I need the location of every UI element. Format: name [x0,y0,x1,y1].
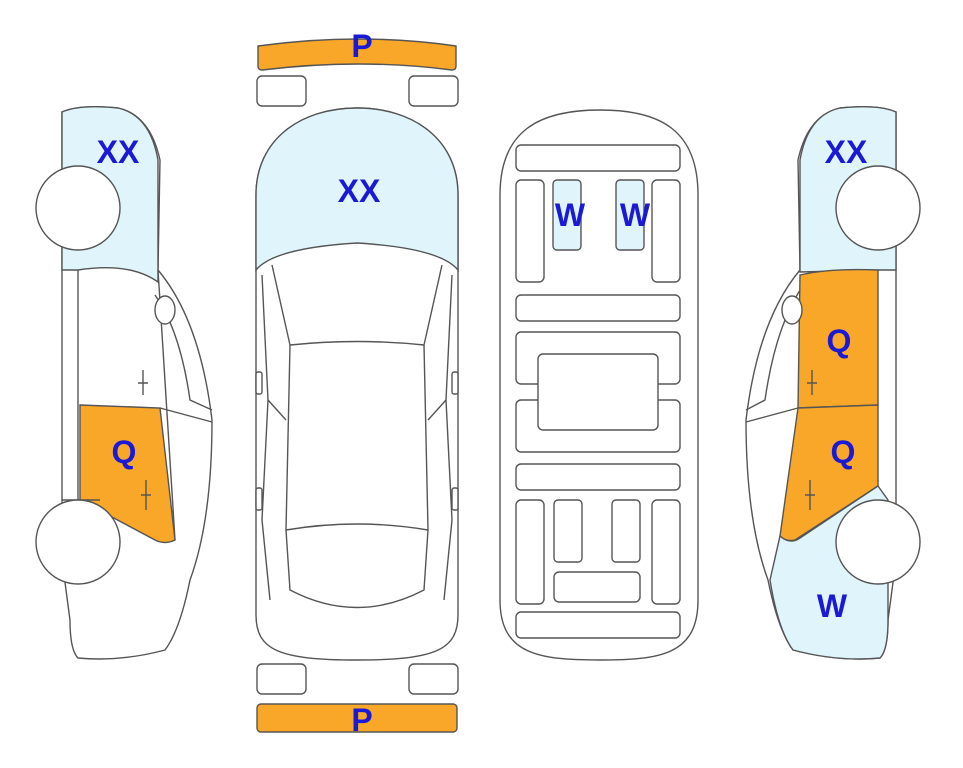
underbody-view: W W [499,109,699,661]
left-rear-door-label: Q [112,434,137,470]
top-hood[interactable] [255,107,459,272]
right-front-wheel [835,165,921,251]
top-hood-label: XX [338,173,381,209]
left-fender-label: XX [97,134,140,170]
left-front-wheel [35,165,121,251]
front-bumper-group [256,38,459,107]
front-light-right [408,75,459,107]
right-front-door[interactable] [797,268,879,409]
top-view-car: XX [255,107,459,661]
right-front-door-label: Q [827,323,852,359]
right-rear-wheel [835,499,921,585]
underbody-right-panel[interactable] [615,179,645,251]
underbody-right-label: W [620,197,651,233]
rear-light-right [408,663,459,695]
right-side-view: XX Q Q W [745,105,921,660]
rear-light-left [256,663,307,695]
rear-bumper[interactable] [256,703,458,733]
left-side-view: XX Q [35,105,213,660]
underbody-left-label: W [555,197,586,233]
left-rear-wheel [35,499,121,585]
front-bumper-label: P [351,28,372,64]
front-light-left [256,75,307,107]
rear-bumper-group [256,663,459,733]
right-rear-door-label: Q [831,434,856,470]
underbody-left-panel[interactable] [552,179,582,251]
rear-bumper-label: P [351,702,372,738]
right-fender-label: XX [825,134,868,170]
right-quarter-label: W [817,588,848,624]
front-bumper[interactable] [257,38,457,71]
